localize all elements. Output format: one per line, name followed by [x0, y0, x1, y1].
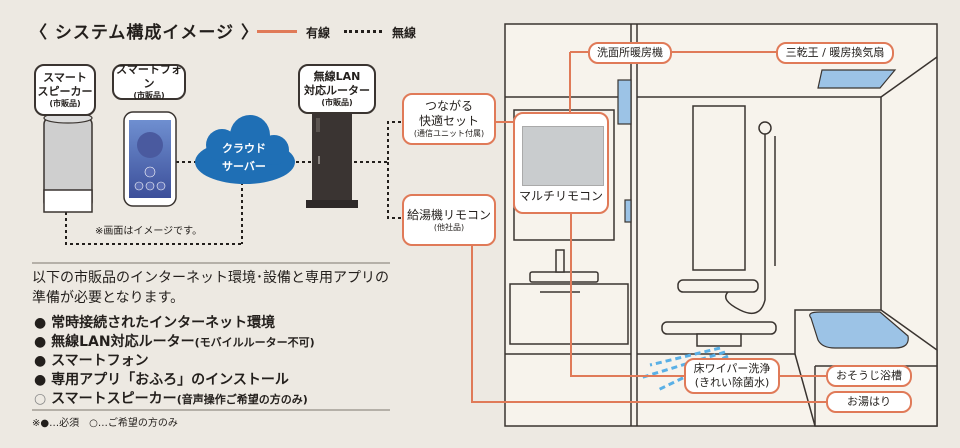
requirement-item: ○ スマートスピーカー(音声操作ご希望の方のみ) — [34, 388, 308, 408]
kyutoki-line1: 給湯機リモコン — [406, 207, 491, 222]
multi-remote-caption: マルチリモコン — [518, 189, 603, 203]
floor-wiper-label: 床ワイパー洗浄 (きれい除菌水) — [684, 358, 780, 394]
legend-wired-label: 有線 — [306, 26, 331, 40]
auto-clean-tub-text: おそうじ浴槽 — [836, 369, 902, 383]
hot-water-fill-label: お湯はり — [826, 391, 912, 413]
requirement-text: スマートフォン — [51, 353, 149, 369]
requirement-text: スマートスピーカー — [51, 391, 177, 407]
tsunagaru-line2: 快適セット — [418, 114, 479, 128]
requirement-item: ● 専用アプリ「おふろ」のインストール — [34, 369, 289, 389]
requirement-item: ● スマートフォン — [34, 350, 149, 370]
smart-speaker-name-1: スマート — [43, 71, 87, 85]
requirement-text: 無線LAN対応ルーター — [51, 334, 195, 350]
requirement-subtext: (音声操作ご希望の方のみ) — [176, 393, 308, 406]
legend-wireless-line — [344, 30, 382, 33]
requirement-item: ● 無線LAN対応ルーター(モバイルルーター不可) — [34, 331, 315, 351]
smartphone-note: (市販品) — [133, 90, 165, 100]
optional-marker-icon: ○ — [34, 391, 47, 407]
diagram-title: 〈 システム構成イメージ 〉 — [30, 23, 259, 43]
requirement-subtext: (モバイルルーター不可) — [194, 336, 315, 349]
router-name-1: 無線LAN — [313, 70, 361, 84]
requirement-text: 常時接続されたインターネット環境 — [51, 315, 276, 331]
requirements-intro: 以下の市販品のインターネット環境･設備と専用アプリの準備が必要となります。 — [32, 270, 389, 306]
bathtub-water — [809, 311, 909, 349]
requirement-text: 専用アプリ「おふろ」のインストール — [51, 372, 289, 388]
washroom-heater-text: 洗面所暖房機 — [597, 46, 663, 60]
screen-image-note: ※画面はイメージです。 — [95, 226, 203, 237]
cloud-label-1: クラウド — [222, 142, 266, 155]
required-marker-icon: ● — [34, 353, 47, 369]
ventilation-fan-label: 三乾王 / 暖房換気扇 — [776, 42, 894, 64]
router-name-2: 対応ルーター — [304, 84, 370, 97]
legend-wireless-label: 無線 — [392, 26, 417, 40]
blue-fixtures — [617, 69, 909, 349]
smart-speaker-label: スマート スピーカー (市販品) — [34, 64, 96, 116]
smartphone-name: スマートフォン — [116, 63, 182, 90]
ventilation-fan-text: 三乾王 / 暖房換気扇 — [785, 46, 885, 60]
auto-clean-tub-label: おそうじ浴槽 — [826, 365, 912, 387]
kyutoki-remote-label: 給湯機リモコン (他社品) — [402, 194, 496, 246]
requirement-item: ● 常時接続されたインターネット環境 — [34, 312, 275, 332]
cloud-server-illustration — [195, 115, 295, 184]
router-illustration — [306, 112, 358, 208]
smartphone-illustration — [123, 111, 177, 207]
smartphone-label: スマートフォン (市販品) — [112, 63, 186, 100]
floor-wiper-line1: 床ワイパー洗浄 — [693, 362, 771, 376]
cloud-server-label: クラウド サーバー — [212, 140, 276, 175]
cloud-label-2: サーバー — [222, 159, 266, 173]
speaker-to-cloud-link — [65, 212, 242, 245]
smart-speaker-name-2: スピーカー — [37, 85, 93, 98]
tsunagaru-line1: つながる — [424, 99, 473, 113]
tsunagaru-label: つながる 快適セット (通信ユニット付属) — [402, 93, 496, 145]
legend-footnote: ※●…必須 ○…ご希望の方のみ — [32, 418, 178, 429]
ventilation-fan-unit — [817, 69, 897, 89]
router-to-kyutoki-link — [387, 162, 402, 219]
required-marker-icon: ● — [34, 315, 47, 331]
water-heater-remote-unit — [624, 199, 632, 223]
router-to-tsunagaru-link — [330, 121, 402, 163]
hot-water-fill-text: お湯はり — [847, 395, 891, 409]
washroom-heater-unit — [617, 79, 632, 125]
required-marker-icon: ● — [34, 372, 47, 388]
multi-remote-panel — [522, 126, 604, 186]
legend-wired-line — [257, 30, 297, 33]
kyutoki-note: (他社品) — [433, 222, 465, 232]
smart-speaker-illustration — [43, 112, 93, 213]
washroom-heater-label: 洗面所暖房機 — [588, 42, 672, 64]
smart-speaker-note: (市販品) — [49, 98, 81, 108]
multi-remote-label: マルチリモコン — [513, 112, 609, 214]
floor-wiper-line2: (きれい除菌水) — [694, 376, 770, 389]
router-note: (市販品) — [321, 97, 353, 107]
router-label: 無線LAN 対応ルーター (市販品) — [298, 64, 376, 114]
divider-top — [32, 262, 390, 264]
divider-bottom — [32, 409, 390, 411]
required-marker-icon: ● — [34, 334, 47, 350]
tsunagaru-note: (通信ユニット付属) — [413, 129, 485, 138]
